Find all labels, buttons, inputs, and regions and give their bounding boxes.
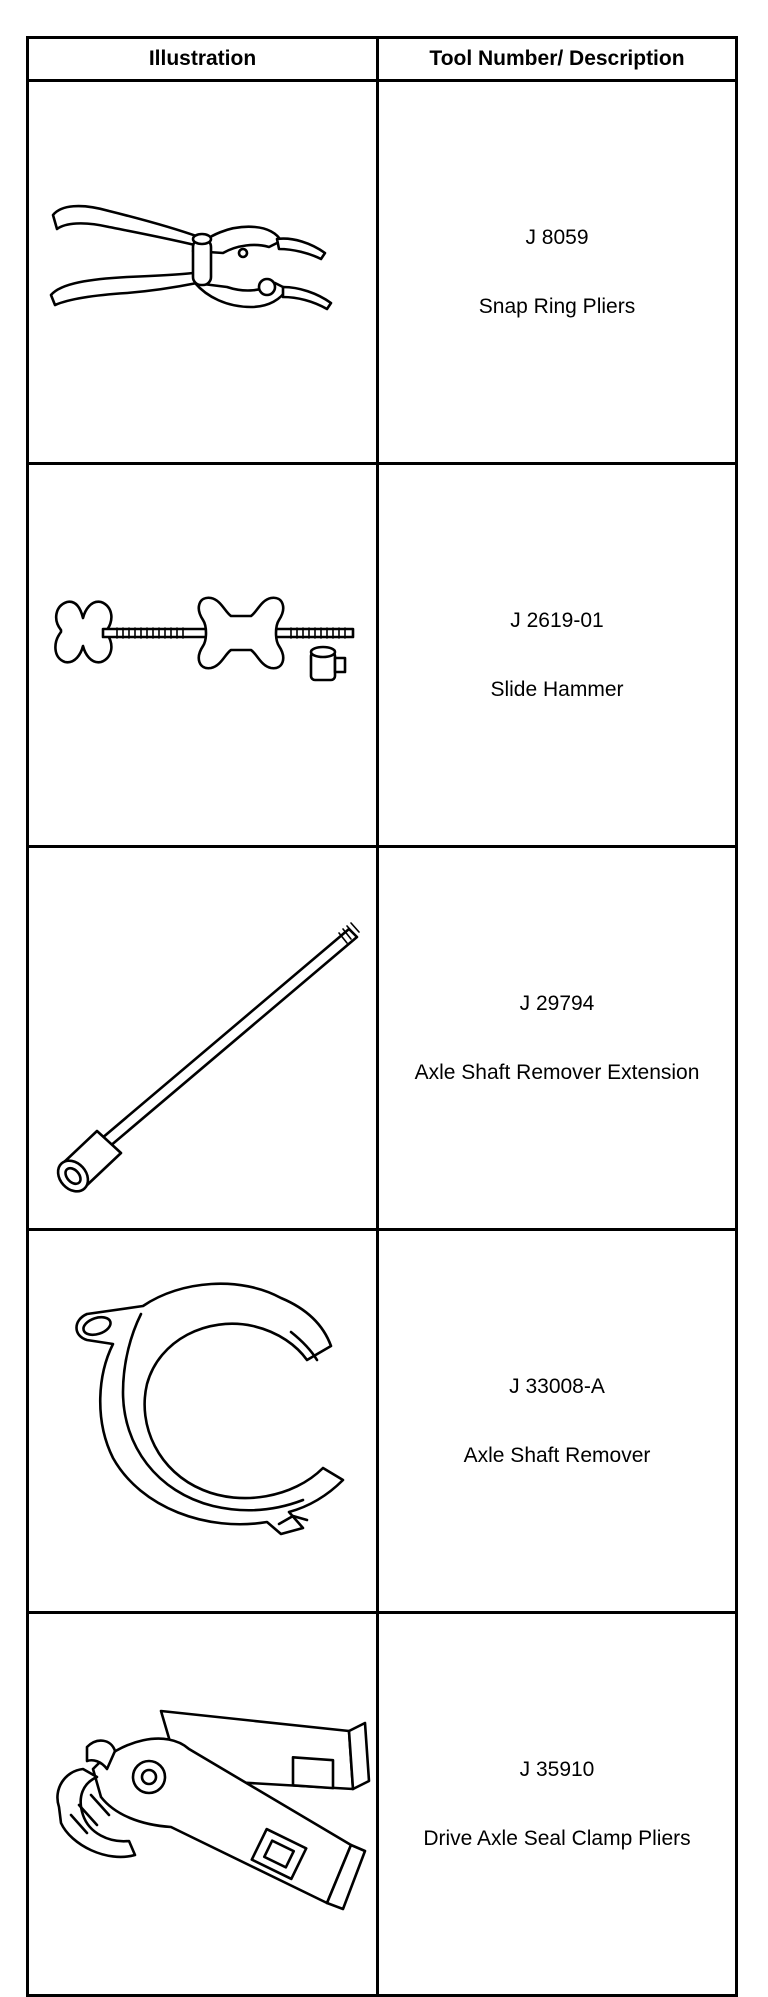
tool-description: Drive Axle Seal Clamp Pliers: [423, 1827, 691, 1850]
tool-number: J 29794: [519, 991, 595, 1015]
table-row: J 8059 Snap Ring Pliers: [26, 79, 738, 465]
illustration-cell: [26, 1611, 379, 1997]
table-row: J 35910 Drive Axle Seal Clamp Pliers: [26, 1611, 738, 1997]
tool-description-cell: J 2619-01 Slide Hammer: [376, 462, 738, 848]
table-row: J 29794 Axle Shaft Remover Extension: [26, 845, 738, 1231]
tool-description: Axle Shaft Remover Extension: [414, 1061, 700, 1084]
tool-description: Slide Hammer: [490, 678, 624, 701]
axle-shaft-remover-icon: [74, 1282, 344, 1536]
table-row: J 33008-A Axle Shaft Remover: [26, 1228, 738, 1614]
illustration-cell: [26, 845, 379, 1231]
header-row: Illustration Tool Number/ Description: [26, 36, 738, 82]
special-tools-table: Illustration Tool Number/ Description: [26, 36, 738, 1997]
header-tool-number-description: Tool Number/ Description: [376, 36, 738, 82]
illustration-cell: [26, 1228, 379, 1614]
axle-shaft-remover-extension-icon: [56, 922, 360, 1193]
tool-description-cell: J 35910 Drive Axle Seal Clamp Pliers: [376, 1611, 738, 1997]
snap-ring-pliers-icon: [49, 204, 332, 311]
tool-description-cell: J 33008-A Axle Shaft Remover: [376, 1228, 738, 1614]
illustration-cell: [26, 462, 379, 848]
header-illustration: Illustration: [26, 36, 379, 82]
tool-description: Axle Shaft Remover: [463, 1444, 651, 1467]
table-row: J 2619-01 Slide Hammer: [26, 462, 738, 848]
tool-number: J 2619-01: [510, 608, 604, 632]
slide-hammer-icon: [53, 596, 354, 682]
tool-description-cell: J 8059 Snap Ring Pliers: [376, 79, 738, 465]
tool-description-cell: J 29794 Axle Shaft Remover Extension: [376, 845, 738, 1231]
illustration-cell: [26, 79, 379, 465]
tool-description: Snap Ring Pliers: [478, 295, 636, 318]
tool-number: J 8059: [525, 225, 589, 249]
tool-number: J 35910: [519, 1757, 595, 1781]
drive-axle-seal-clamp-pliers-icon: [55, 1709, 370, 1911]
tool-number: J 33008-A: [509, 1374, 605, 1398]
